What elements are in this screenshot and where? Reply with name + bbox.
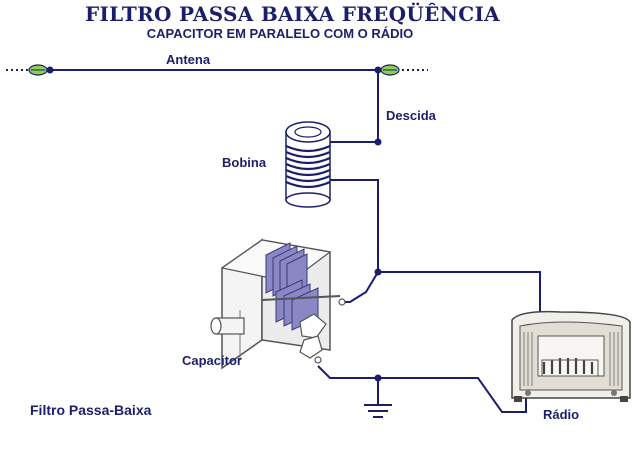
diagram-title: FILTRO PASSA BAIXA FREQÜÊNCIA <box>85 2 500 26</box>
circuit-wires <box>317 70 541 413</box>
variable-capacitor-icon <box>210 238 346 370</box>
antenna-insulator-icon <box>380 64 400 76</box>
diagram-subtitle: CAPACITOR EM PARALELO COM O RÁDIO <box>146 26 414 41</box>
junction-dots <box>46 66 382 382</box>
capacitor-label: Capacitor <box>182 353 242 368</box>
ground-icon <box>364 404 392 418</box>
filter-caption: Filtro Passa-Baixa <box>30 402 152 418</box>
coil-label: Bobina <box>222 155 267 170</box>
radio-label: Rádio <box>543 407 580 422</box>
antenna-label: Antena <box>166 52 211 67</box>
radio-icon <box>511 310 631 402</box>
coil-icon <box>285 121 331 208</box>
antenna-insulator-icon <box>28 64 48 76</box>
downlead-label: Descida <box>386 108 436 123</box>
